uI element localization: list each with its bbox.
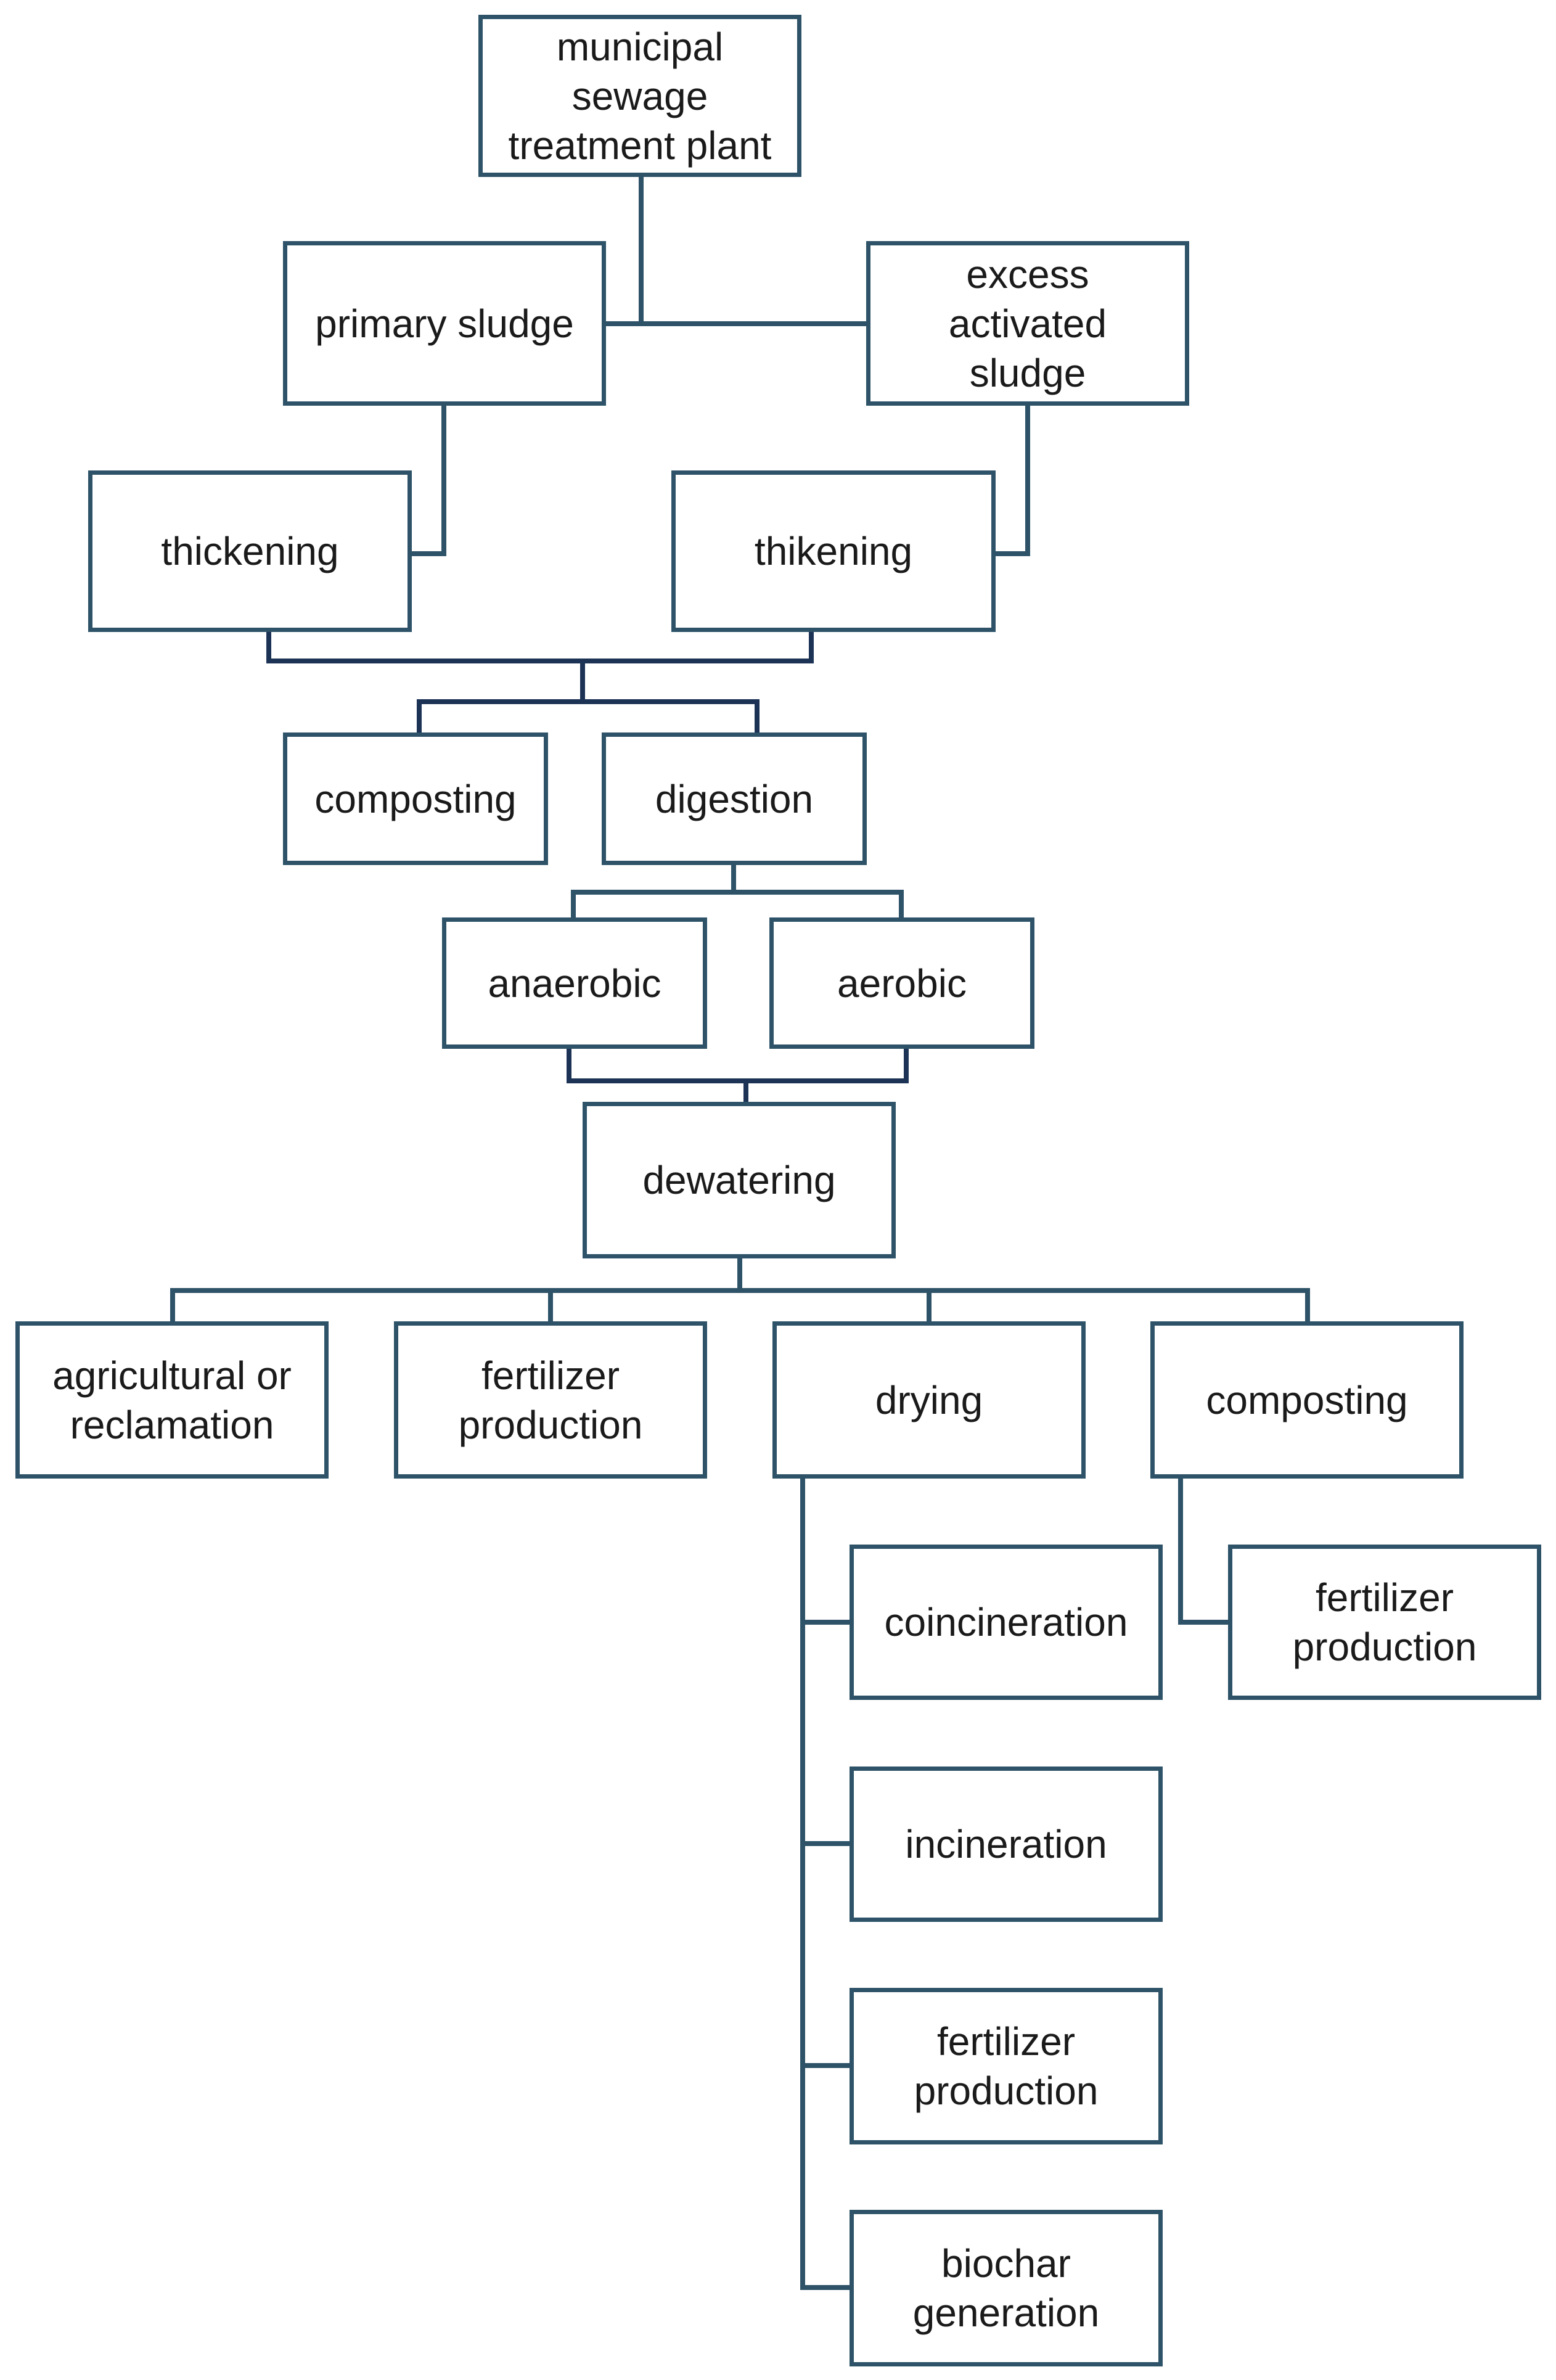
node-drying: drying xyxy=(772,1321,1086,1479)
connector-dewatering-split xyxy=(170,1256,1310,1324)
connector-excess-to-thikening xyxy=(993,403,1030,556)
node-municipal-sewage-treatment-plant: municipal sewage treatment plant xyxy=(478,15,801,177)
node-fertilizer-production-direct: fertilizer production xyxy=(394,1321,707,1479)
connector-plant-to-sludges xyxy=(604,174,872,326)
connector-digestion-merge xyxy=(567,1046,909,1104)
node-composting-primary: composting xyxy=(283,732,548,865)
node-coincineration: coincineration xyxy=(850,1545,1163,1700)
node-excess-activated-sludge: excess activated sludge xyxy=(866,241,1189,406)
node-aerobic: aerobic xyxy=(769,917,1034,1049)
node-biochar-generation: biochar generation xyxy=(850,2210,1163,2366)
connector-digestion-split xyxy=(571,863,904,920)
connector-drying-branches xyxy=(800,1476,853,2290)
node-primary-sludge: primary sludge xyxy=(283,241,606,406)
node-incineration: incineration xyxy=(850,1767,1163,1922)
node-composting-dewatered: composting xyxy=(1150,1321,1464,1479)
node-digestion: digestion xyxy=(602,732,867,865)
node-fertilizer-production-drying: fertilizer production xyxy=(850,1988,1163,2144)
connector-thickening-merge xyxy=(266,630,814,735)
node-thickening: thickening xyxy=(88,470,412,632)
node-anaerobic: anaerobic xyxy=(442,917,707,1049)
node-thikening: thikening xyxy=(671,470,996,632)
connector-composting-to-fertilizer xyxy=(1178,1476,1232,1625)
node-fertilizer-production-composting: fertilizer production xyxy=(1228,1545,1541,1700)
connector-primary-to-thickening xyxy=(409,403,446,556)
node-agricultural-or-reclamation: agricultural or reclamation xyxy=(15,1321,329,1479)
node-dewatering: dewatering xyxy=(583,1102,896,1258)
